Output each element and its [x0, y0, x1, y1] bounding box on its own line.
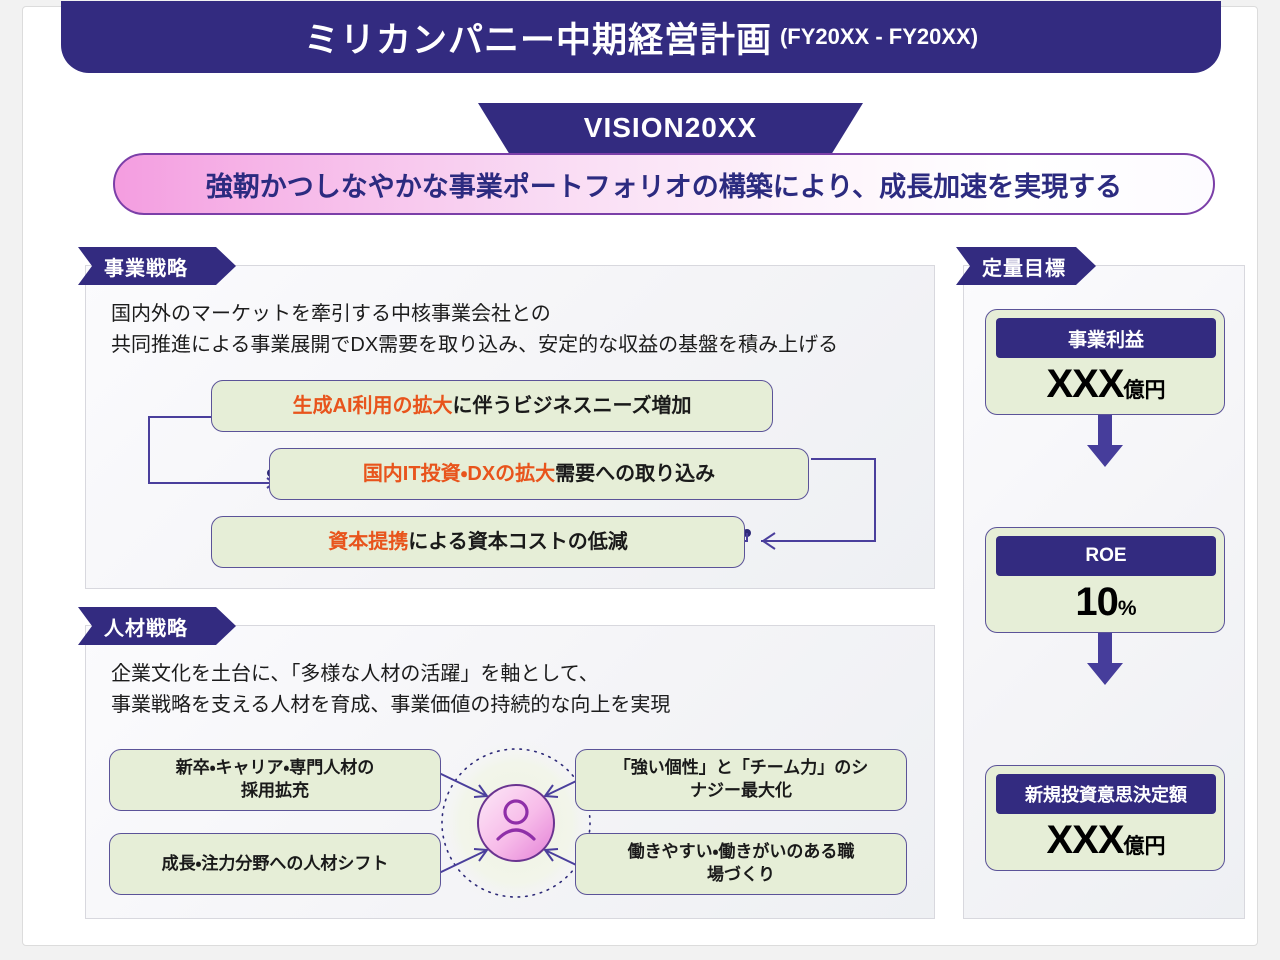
kpi-card-new-investment: 新規投資意思決定額 XXX 億円 — [985, 765, 1225, 871]
kpi-card-3-number: XXX — [1046, 818, 1124, 862]
talent-strategy-box-2: 成長・注力分野への人材シフト — [109, 833, 441, 895]
business-strategy-box-1: 生成AI利用の拡大に伴うビジネスニーズ増加 — [211, 380, 773, 432]
talent-strategy-box-3: 「強い個性」と「チーム力」のシ ナジー最大化 — [575, 749, 907, 811]
kpi-card-2-unit: % — [1117, 597, 1137, 620]
business-strategy-box-3-rest: による資本コストの低減 — [408, 530, 628, 553]
talent-strategy-lead-line2: 事業戦略を支える人材を育成、事業価値の持続的な向上を実現 — [111, 694, 671, 716]
business-strategy-box-2-highlight: 国内IT投資・DXの拡大 — [362, 462, 556, 485]
talent-strategy-box-3-line1: 「強い個性」と「チーム力」のシ — [613, 758, 869, 778]
business-strategy-box-2: 国内IT投資・DXの拡大需要への取り込み — [269, 448, 809, 500]
talent-strategy-box-1: 新卒・キャリア・専門人材の 採用拡充 — [109, 749, 441, 811]
talent-strategy-lead: 企業文化を土台に、「多様な人材の活躍」を軸として、 事業戦略を支える人材を育成、… — [111, 659, 921, 721]
kpi-card-2-header-text: ROE — [1085, 545, 1127, 566]
kpi-card-1-header-text: 事業利益 — [1067, 329, 1144, 351]
talent-strategy-box-1-line2: 採用拡充 — [241, 781, 309, 800]
section-label-business-strategy: 事業戦略 — [78, 247, 236, 285]
page-title: ミリカンパニー中期経営計画 — [303, 20, 772, 60]
slide-canvas: ミリカンパニー中期経営計画 (FY20XX - FY20XX) VISION20… — [22, 1, 1258, 946]
talent-strategy-box-3-line2: ナジー最大化 — [690, 781, 792, 800]
vision-tab-label: VISION20XX — [583, 112, 758, 143]
kpi-card-2-number: 10 — [1075, 580, 1118, 624]
kpi-card-2-value: 10 % — [986, 580, 1226, 632]
kpi-card-2-header: ROE — [996, 536, 1216, 576]
business-strategy-box-3: 資本提携による資本コストの低減 — [211, 516, 745, 568]
business-strategy-box-1-rest: に伴うビジネスニーズ増加 — [452, 394, 692, 417]
section-label-business-strategy-text: 事業戦略 — [104, 257, 188, 280]
kpi-card-3-unit: 億円 — [1123, 835, 1166, 858]
kpi-card-1-header: 事業利益 — [996, 318, 1216, 358]
business-strategy-lead-line2: 共同推進による事業展開でDX需要を取り込み、安定的な収益の基盤を積み上げる — [111, 334, 839, 356]
kpi-card-3-header-text: 新規投資意思決定額 — [1025, 785, 1187, 805]
business-strategy-box-2-rest: 需要への取り込み — [555, 462, 716, 485]
talent-strategy-box-4-line1: 働きやすい・働きがいのある職 — [627, 842, 855, 862]
vision-statement-banner: 強靭かつしなやかな事業ポートフォリオの構築により、成長加速を実現する — [113, 153, 1215, 215]
slide-title-bar: ミリカンパニー中期経営計画 (FY20XX - FY20XX) — [61, 1, 1221, 73]
page-title-period: (FY20XX - FY20XX) — [779, 24, 979, 49]
section-label-quantitative-targets: 定量目標 — [956, 247, 1096, 285]
business-strategy-box-3-highlight: 資本提携 — [328, 530, 409, 553]
talent-strategy-box-2-line1: 成長・注力分野への人材シフト — [161, 853, 389, 873]
section-label-talent-strategy: 人材戦略 — [78, 607, 236, 645]
kpi-down-arrow-2 — [1087, 633, 1123, 685]
kpi-card-1-number: XXX — [1046, 362, 1124, 406]
kpi-down-arrow-1 — [1087, 415, 1123, 467]
kpi-card-3-header: 新規投資意思決定額 — [996, 774, 1216, 814]
section-label-talent-strategy-text: 人材戦略 — [104, 617, 188, 640]
talent-strategy-box-4: 働きやすい・働きがいのある職 場づくり — [575, 833, 907, 895]
kpi-card-roe: ROE 10 % — [985, 527, 1225, 633]
kpi-card-1-unit: 億円 — [1123, 379, 1166, 402]
talent-strategy-lead-line1: 企業文化を土台に、「多様な人材の活躍」を軸として、 — [111, 663, 599, 685]
kpi-card-operating-profit: 事業利益 XXX 億円 — [985, 309, 1225, 415]
talent-strategy-box-4-line2: 場づくり — [707, 865, 775, 884]
business-strategy-lead: 国内外のマーケットを牽引する中核事業会社との 共同推進による事業展開でDX需要を… — [111, 299, 921, 361]
kpi-card-3-value: XXX 億円 — [986, 818, 1226, 870]
section-label-quantitative-targets-text: 定量目標 — [982, 257, 1066, 280]
vision-statement-text: 強靭かつしなやかな事業ポートフォリオの構築により、成長加速を実現する — [205, 171, 1123, 202]
vision-tab: VISION20XX — [478, 103, 863, 153]
business-strategy-lead-line1: 国内外のマーケットを牽引する中核事業会社との — [111, 303, 551, 325]
kpi-card-1-value: XXX 億円 — [986, 362, 1226, 414]
business-strategy-box-1-highlight: 生成AI利用の拡大 — [292, 394, 453, 417]
talent-strategy-box-1-line1: 新卒・キャリア・専門人材の — [175, 758, 375, 778]
